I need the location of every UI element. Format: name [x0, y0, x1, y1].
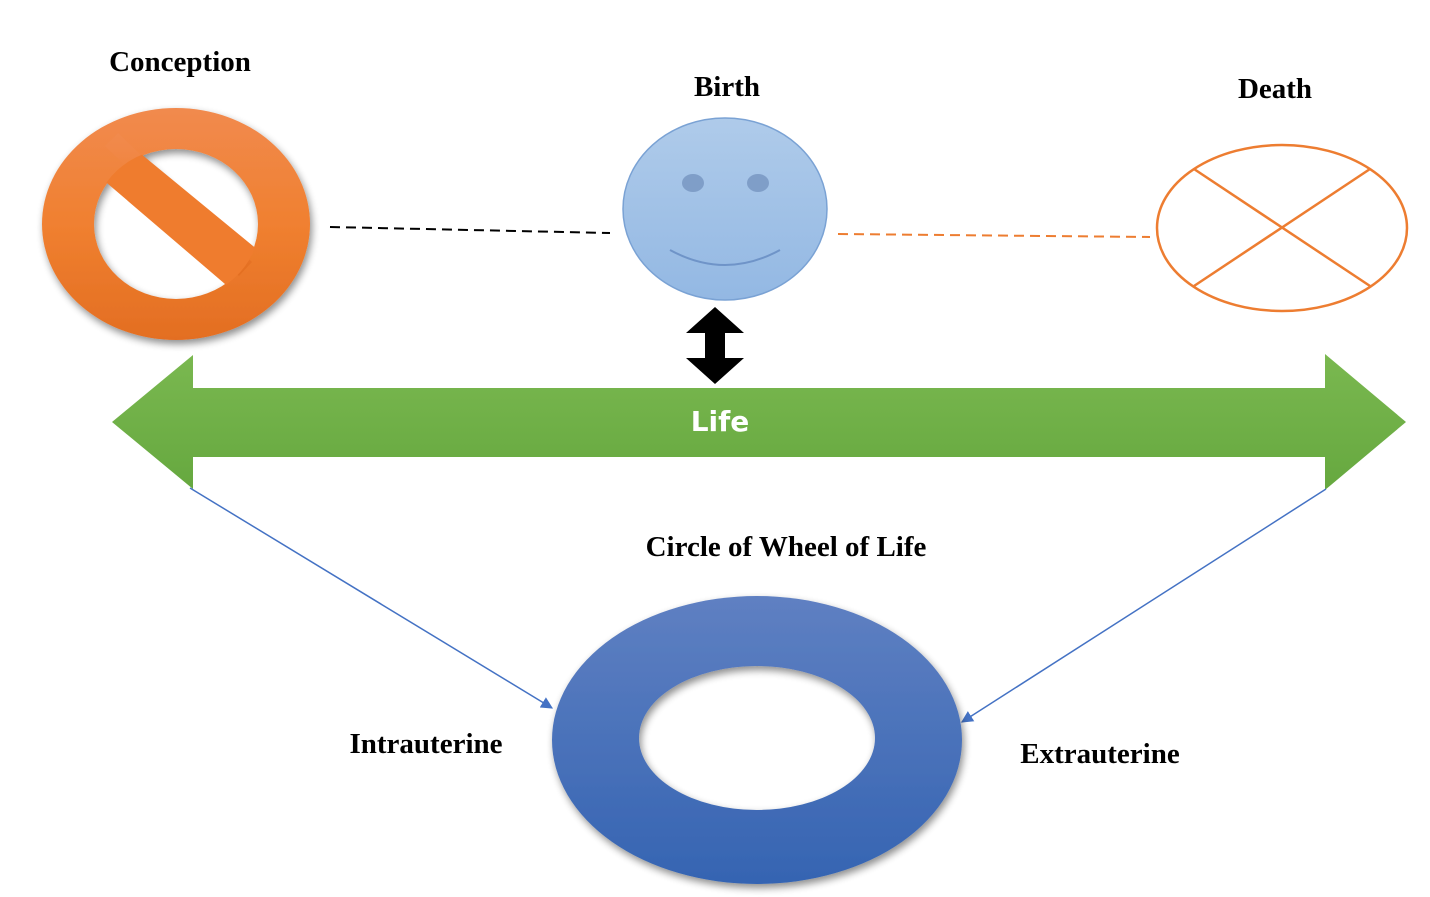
smiley-face-icon: [622, 117, 828, 301]
death-label: Death: [1238, 73, 1312, 105]
conception-label: Conception: [109, 46, 251, 78]
smile: [669, 249, 781, 266]
left-eye: [682, 174, 704, 192]
dashed-connector-birth-death: [837, 233, 1151, 238]
extrauterine-label: Extrauterine: [1020, 738, 1180, 770]
life-label: Life: [691, 405, 750, 438]
intrauterine-arrow: [189, 487, 554, 709]
prohibition-bar: [93, 148, 259, 290]
birth-label: Birth: [694, 71, 760, 103]
dashed-connector-conception-birth: [329, 226, 611, 234]
crossed-circle-icon: [1155, 143, 1409, 313]
double-vertical-arrow-icon: [686, 307, 744, 384]
intrauterine-label: Intrauterine: [349, 728, 502, 760]
wheel-title: Circle of Wheel of Life: [646, 531, 927, 563]
extrauterine-arrow: [960, 488, 1327, 723]
right-eye: [747, 174, 769, 192]
wheel-of-life-ring: [552, 596, 962, 884]
life-arrow: Life: [112, 354, 1406, 490]
